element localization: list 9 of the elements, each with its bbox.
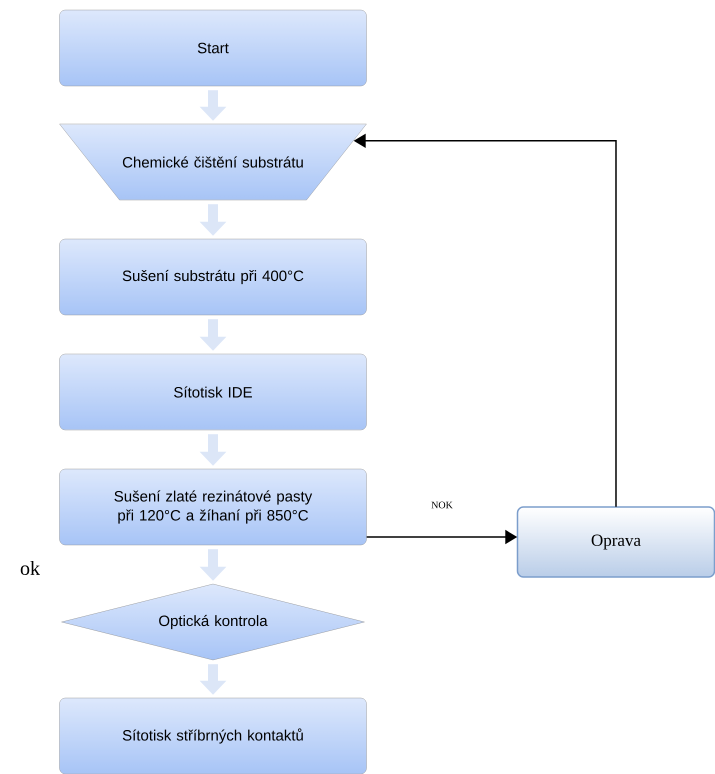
process-box: Sítotisk IDE (59, 354, 367, 430)
process-box: Sušení zlaté rezinátové pasty při 120°C a žíhaní při 850°C (59, 468, 367, 546)
process-box: Sítotisk stříbrných kontaktů (59, 698, 367, 774)
edge-label: NOK (430, 500, 454, 510)
side-label: ok (20, 560, 40, 576)
process-box: Oprava (516, 506, 715, 578)
process-box: Sušení substrátu při 400°C (59, 238, 367, 316)
process-box: Start (59, 10, 367, 86)
process-trapezoid: Chemické čištění substrátu (59, 124, 367, 200)
